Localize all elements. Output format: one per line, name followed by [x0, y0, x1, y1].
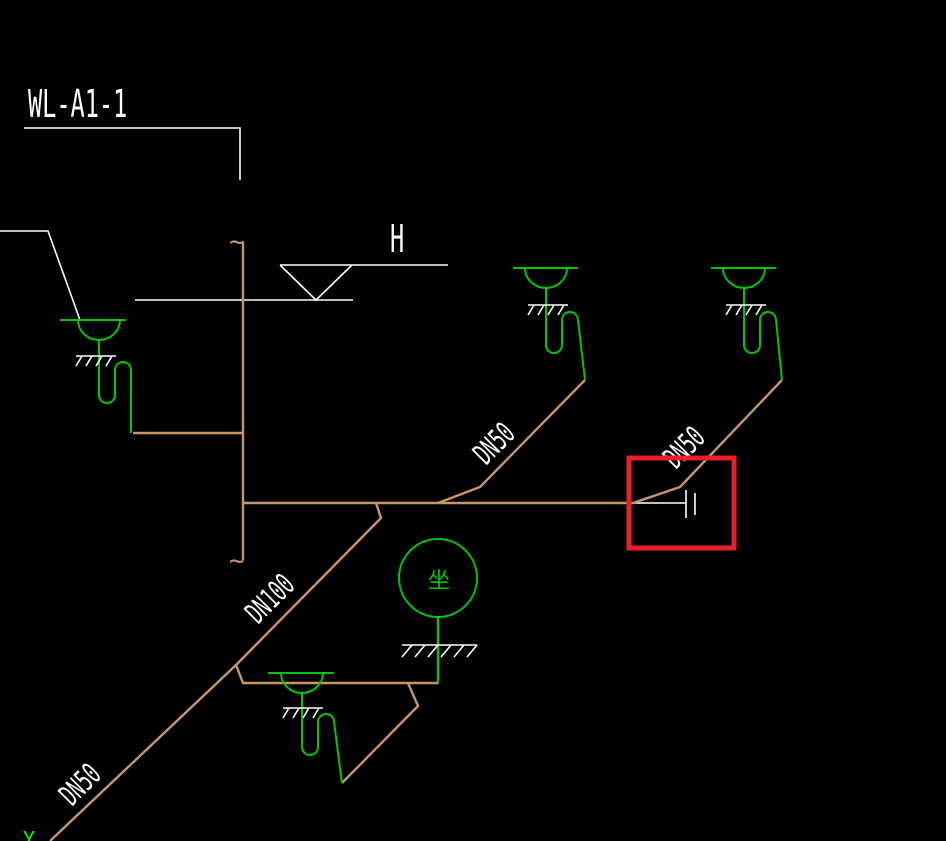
right-branch-pipe[interactable] — [632, 379, 783, 505]
main-diagonal-pipe[interactable] — [49, 502, 383, 841]
hatch-layer — [75, 304, 766, 719]
floor-drain-lower-icon[interactable] — [268, 672, 343, 784]
ground-hatch-mid-icon — [527, 304, 568, 316]
highlight-box — [626, 455, 737, 551]
riser-break-top-icon: ~ — [229, 227, 245, 257]
tag-leader-line — [24, 127, 241, 180]
axis-indicator-icon: Y — [23, 827, 35, 841]
ground-hatch-right-icon — [725, 304, 766, 316]
mid-branch-pipe[interactable] — [437, 379, 586, 505]
floor-drain-mid-icon[interactable] — [513, 267, 586, 381]
ground-hatch-left-icon — [75, 355, 116, 367]
pipe-layer — [49, 242, 783, 841]
ground-hatch-toilet-icon — [401, 644, 478, 658]
left-leader-line — [0, 230, 81, 321]
fixture-layer — [60, 267, 783, 784]
level-label[interactable]: H — [390, 218, 404, 261]
lower-fixture-branch[interactable] — [341, 682, 420, 784]
floor-drain-right-icon[interactable] — [711, 267, 783, 381]
ground-hatch-lower-icon — [282, 707, 323, 719]
toilet-fixture-glyph: 坐 — [428, 569, 450, 594]
riser-break-bottom-icon: ~ — [229, 546, 245, 576]
drawing-tag[interactable]: WL-A1-1 — [28, 83, 127, 126]
level-triangle-icon — [279, 264, 353, 302]
toilet-fixture-icon[interactable] — [398, 538, 478, 683]
floor-drain-left-icon[interactable] — [60, 319, 132, 433]
